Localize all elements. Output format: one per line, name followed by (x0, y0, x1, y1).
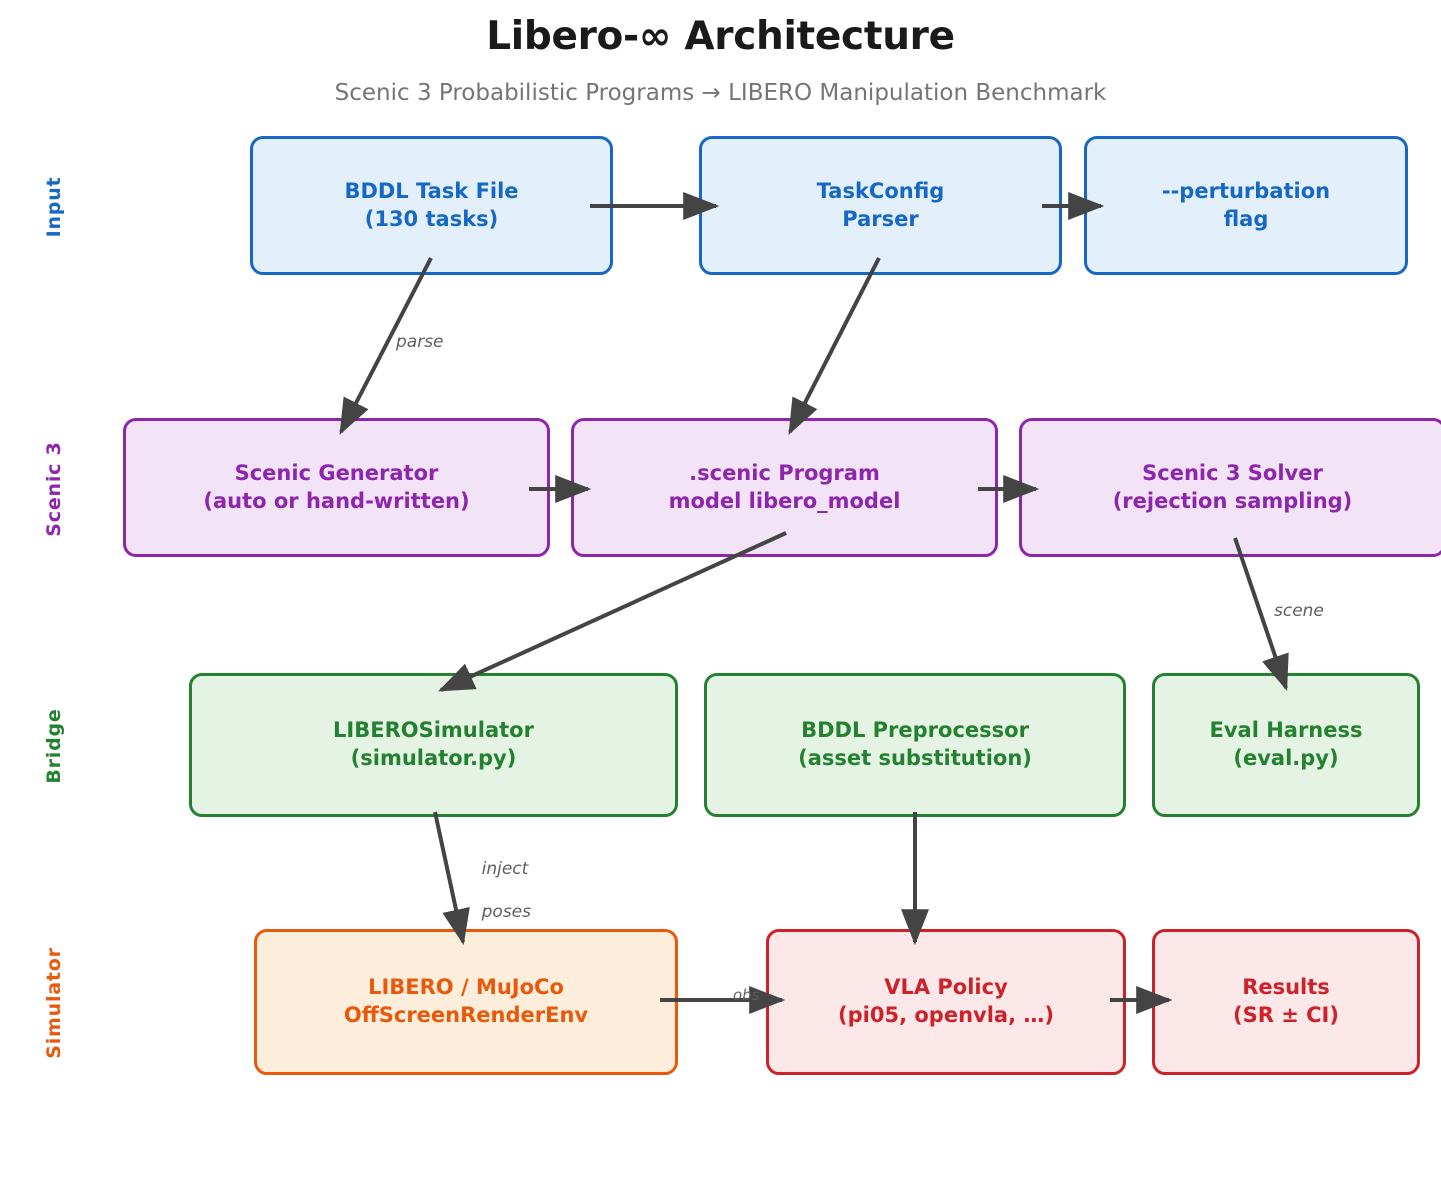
node-line1: .scenic Program (689, 460, 880, 485)
node-scenic-solver[interactable]: Scenic 3 Solver (rejection sampling) (1019, 418, 1441, 557)
node-line2: Parser (842, 206, 919, 231)
node-line2: (130 tasks) (364, 206, 499, 231)
edge-label-obs: obs (733, 986, 760, 1004)
node-line2: model libero_model (668, 488, 901, 513)
node-line1: BDDL Preprocessor (801, 718, 1029, 743)
edge-label-line2: poses (481, 901, 531, 922)
node-bddl-task-file[interactable]: BDDL Task File (130 tasks) (250, 136, 613, 275)
node-line2: (auto or hand-written) (203, 488, 470, 513)
node-line2: (simulator.py) (350, 746, 517, 770)
node-line2: (eval.py) (1233, 746, 1339, 770)
page-subtitle: Scenic 3 Probabilistic Programs → LIBERO… (334, 80, 1107, 106)
node-line2: (asset substitution) (798, 746, 1032, 770)
node-eval-harness[interactable]: Eval Harness (eval.py) (1152, 673, 1420, 817)
node-libero-mujoco-env[interactable]: LIBERO / MuJoCo OffScreenRenderEnv (254, 929, 678, 1075)
node-line1: Eval Harness (1209, 718, 1363, 743)
node-line1: LIBEROSimulator (333, 718, 534, 743)
node-line1: TaskConfig (816, 178, 945, 203)
edge-label-scene: scene (1274, 601, 1324, 621)
node-line1: Scenic 3 Solver (1142, 460, 1323, 485)
node-line2: (rejection sampling) (1112, 488, 1353, 513)
node-scenic-generator[interactable]: Scenic Generator (auto or hand-written) (123, 418, 550, 557)
edge-simulator-to-mujoco (433, 811, 470, 946)
edge-parser-to-scenic-program (788, 257, 881, 435)
edge-label-line1: inject (481, 859, 529, 880)
band-label-scenic3: Scenic 3 (43, 441, 65, 537)
node-line1: --perturbation (1161, 178, 1331, 203)
node-line2: OffScreenRenderEnv (343, 1003, 589, 1027)
node-libero-simulator[interactable]: LIBEROSimulator (simulator.py) (189, 673, 678, 817)
node-scenic-program[interactable]: .scenic Program model libero_model (571, 418, 998, 557)
page-title: Libero-∞ Architecture (486, 14, 955, 59)
band-label-input: Input (43, 176, 65, 238)
node-line2: flag (1223, 206, 1269, 231)
node-line2: (pi05, openvla, …) (838, 1003, 1054, 1027)
node-line1: LIBERO / MuJoCo (368, 975, 564, 1000)
node-bddl-preprocessor[interactable]: BDDL Preprocessor (asset substitution) (704, 673, 1126, 817)
node-taskconfig-parser[interactable]: TaskConfig Parser (699, 136, 1062, 275)
band-label-simulator: Simulator (43, 947, 65, 1059)
node-vla-policy[interactable]: VLA Policy (pi05, openvla, …) (766, 929, 1126, 1075)
node-line2: (SR ± CI) (1233, 1003, 1339, 1027)
node-line1: Results (1242, 975, 1330, 1000)
edge-label-inject-poses: inject poses (460, 838, 531, 944)
edge-label-parse: parse (396, 332, 444, 352)
node-line1: VLA Policy (884, 975, 1008, 1000)
node-perturbation-flag[interactable]: --perturbation flag (1084, 136, 1408, 275)
node-line1: BDDL Task File (344, 178, 519, 203)
node-line1: Scenic Generator (234, 460, 439, 485)
node-results[interactable]: Results (SR ± CI) (1152, 929, 1420, 1075)
band-label-bridge: Bridge (43, 708, 65, 784)
